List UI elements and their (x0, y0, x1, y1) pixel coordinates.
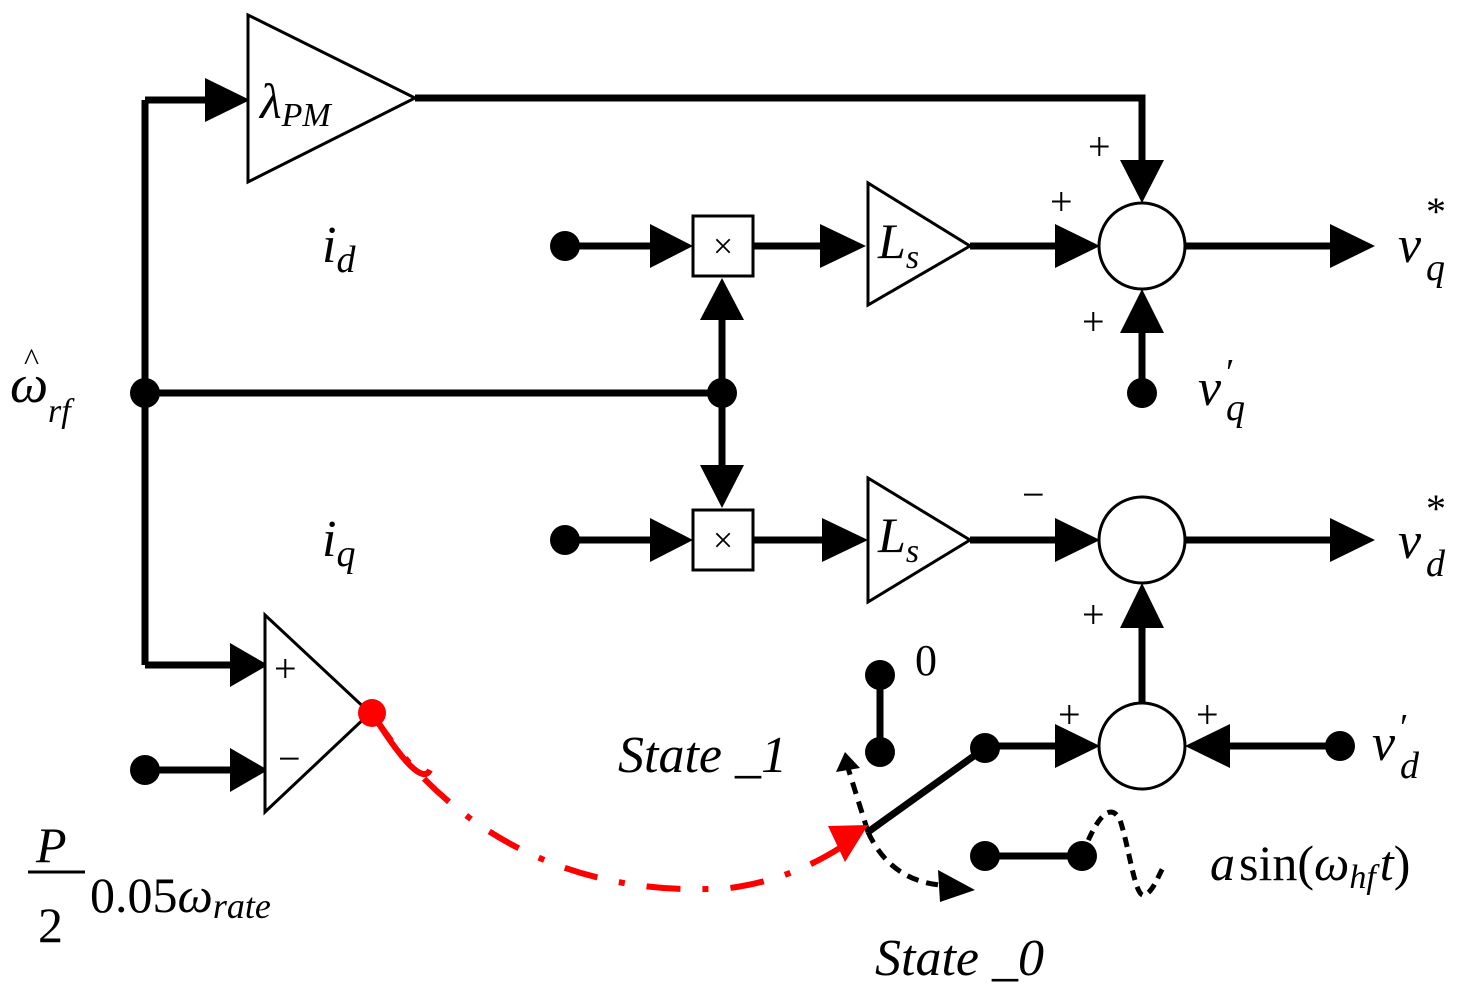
iq-label: iq (322, 511, 355, 575)
threshold-label: P 2 0.05ωrate (28, 817, 271, 953)
iq-input-dot (550, 525, 580, 555)
svg-text:q: q (1426, 247, 1445, 289)
state1-arrow (836, 752, 860, 772)
omega-junction-dot (130, 378, 160, 408)
vq-prime-input-dot (1127, 378, 1157, 408)
sign-q-bottom: + (1082, 299, 1105, 344)
comparator (263, 611, 373, 816)
vq-out-arrow (1330, 224, 1375, 268)
svg-text:v: v (1398, 217, 1422, 274)
injection-label: asin(ωhft) (1210, 835, 1410, 896)
omega-hat-label: ω ^ rf (10, 341, 75, 430)
sum-q-bottom-arrow (1120, 289, 1164, 333)
svg-text:ω: ω (10, 354, 48, 414)
svg-text:′: ′ (1400, 707, 1408, 749)
switch-injection-right-dot (1067, 841, 1097, 871)
id-input-dot (550, 231, 580, 261)
state0-arrow (938, 870, 975, 902)
sign-comp-plus: + (274, 646, 297, 691)
sum-d-bottom-arrow (1120, 583, 1164, 628)
sum-q-left-arrow (1055, 224, 1100, 268)
switch-out-dot (970, 733, 1000, 763)
switch-zero-top-dot (865, 660, 895, 690)
ls-gain-top (866, 180, 973, 308)
mult-top-up-arrow (700, 278, 744, 320)
vd-prime-input-dot (1325, 731, 1355, 761)
svg-text:^: ^ (24, 341, 39, 377)
svg-text:P: P (35, 817, 67, 873)
switch-injection-left-dot (970, 841, 1000, 871)
svg-text:2: 2 (38, 897, 63, 953)
comparator-output-dot (358, 699, 386, 727)
id-arrow (650, 224, 693, 268)
summer-low (1097, 701, 1187, 791)
svg-text:v: v (1372, 715, 1396, 772)
iq-arrow (650, 518, 693, 562)
state1-dashed-path (845, 767, 871, 833)
comp-plus-arrow (230, 643, 268, 687)
switch-zero-label: 0 (915, 636, 937, 685)
sine-wave-icon (1079, 809, 1167, 898)
svg-text:*: * (1426, 189, 1446, 234)
vq-star-label: v * q (1398, 189, 1446, 289)
svg-text:v: v (1198, 360, 1222, 417)
multiplier-top (691, 214, 755, 278)
svg-text:′: ′ (1226, 352, 1234, 394)
summer-q (1097, 201, 1187, 291)
mult-junction-dot (707, 378, 737, 408)
vd-prime-label: v ′ d (1372, 707, 1420, 787)
ls-gain-bottom (866, 475, 973, 605)
state1-label: State _1 (618, 727, 787, 784)
vq-prime-label: v ′ q (1198, 352, 1245, 429)
sign-comp-minus: − (278, 736, 301, 781)
svg-text:v: v (1398, 513, 1422, 570)
svg-text:q: q (1226, 387, 1245, 429)
mult-top-symbol: × (713, 226, 733, 266)
state0-label: State _0 (875, 930, 1044, 987)
sum-low-left-arrow (1055, 724, 1100, 768)
id-label: id (322, 217, 356, 281)
mult-bot-symbol: × (713, 520, 733, 560)
lambda-label: λPM (258, 73, 332, 134)
control-signal-path (369, 711, 854, 893)
vd-out-arrow (1330, 518, 1375, 562)
summer-d (1097, 495, 1187, 585)
sign-low-left: + (1058, 692, 1081, 737)
ls-top-in-arrow (820, 224, 866, 268)
switch-zero-bottom-dot (865, 737, 895, 767)
lambda-pm-gain (246, 12, 419, 185)
switch-blade (865, 745, 988, 835)
comp-minus-arrow (230, 748, 268, 792)
svg-text:d: d (1400, 745, 1420, 787)
ls-top-label: Ls (877, 213, 919, 276)
ls-bot-label: Ls (877, 507, 919, 570)
threshold-input-dot (130, 755, 160, 785)
state0-dashed-path (865, 830, 941, 888)
control-signal-arrow (828, 825, 868, 862)
sign-q-top: + (1088, 124, 1111, 169)
svg-text:*: * (1426, 486, 1446, 531)
svg-text:d: d (1426, 543, 1446, 585)
sum-low-right-arrow (1185, 724, 1230, 768)
ls-bot-in-arrow (822, 518, 868, 562)
vd-star-label: v * d (1398, 486, 1446, 585)
sign-low-right: + (1196, 692, 1219, 737)
mult-bot-down-arrow (700, 465, 744, 508)
svg-text:rf: rf (48, 393, 75, 430)
sum-q-top-arrow (1120, 160, 1164, 203)
multiplier-bottom (691, 508, 755, 572)
sign-d-bottom: + (1082, 592, 1105, 637)
sign-d-left: − (1022, 472, 1045, 517)
lambda-input-arrow (205, 78, 250, 122)
sign-q-left: + (1050, 179, 1073, 224)
sum-d-left-arrow (1055, 518, 1100, 562)
threshold-rest: 0.05ωrate (90, 867, 271, 926)
lambda-out-wire (415, 94, 1146, 160)
